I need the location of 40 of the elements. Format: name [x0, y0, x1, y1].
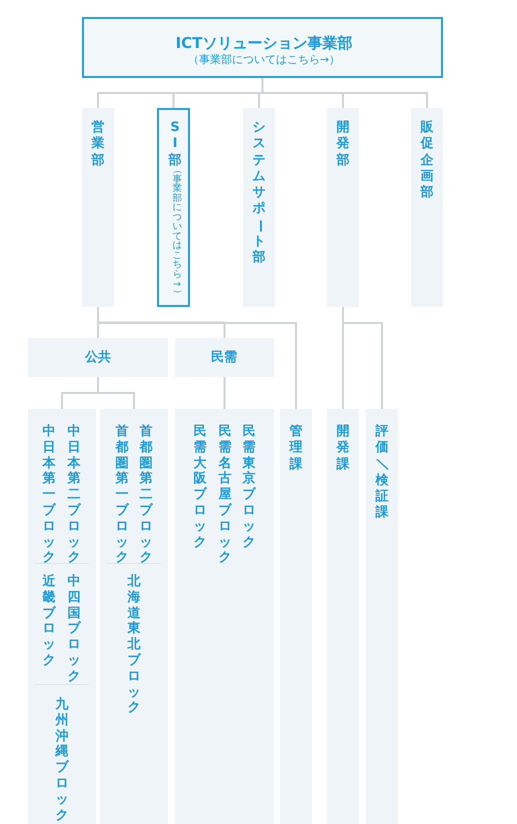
- block-label: 近畿ブロック: [42, 574, 56, 669]
- block-label: 中四国ブロック: [68, 574, 80, 685]
- section-label: 開発課: [336, 424, 350, 473]
- section-box: [280, 409, 312, 824]
- group-label: 民需: [211, 351, 237, 364]
- group-label: 公共: [85, 351, 111, 364]
- connector-line: [224, 377, 226, 409]
- connector-line: [342, 307, 383, 409]
- department-label: 開発部: [336, 120, 350, 169]
- block-label: 首都圏第一ブロック: [116, 424, 128, 566]
- section-label: 評価／検証課: [376, 424, 388, 522]
- department-label: 営業部: [92, 120, 104, 169]
- link-text: （事業部についてはこちら→）: [188, 54, 340, 65]
- division-box: [82, 17, 443, 78]
- department-box: [243, 108, 275, 307]
- connector-line: [262, 78, 428, 108]
- department-box: [327, 108, 359, 307]
- block-label: 首都圏第二ブロック: [140, 424, 152, 566]
- section-box: [366, 409, 398, 824]
- block-label: 民需名古屋ブロック: [218, 424, 232, 566]
- department-box: [82, 108, 114, 307]
- block-label: 中日本第二ブロック: [68, 424, 80, 566]
- section-box: [100, 409, 168, 824]
- block-label: 中日本第一ブロック: [42, 424, 56, 566]
- division-title: ICTソリューション事業部: [176, 36, 352, 51]
- section-box: [175, 409, 274, 824]
- department-label: 販促企画部: [420, 120, 434, 202]
- department-box: [411, 108, 443, 307]
- block-label: 民需大阪ブロック: [194, 424, 206, 550]
- group-box: [28, 338, 168, 377]
- section-box: [28, 409, 96, 824]
- block-label: 北海道東北ブロック: [128, 574, 140, 716]
- block-label: 民需東京ブロック: [242, 424, 256, 550]
- department-label: システムサポート部: [252, 120, 266, 267]
- connector-line: [97, 307, 297, 409]
- section-label: 管理課: [290, 424, 302, 473]
- group-box: [175, 338, 274, 377]
- section-box: [327, 409, 359, 824]
- block-label: 九州沖縄ブロック: [56, 697, 68, 824]
- department-box: [157, 108, 190, 307]
